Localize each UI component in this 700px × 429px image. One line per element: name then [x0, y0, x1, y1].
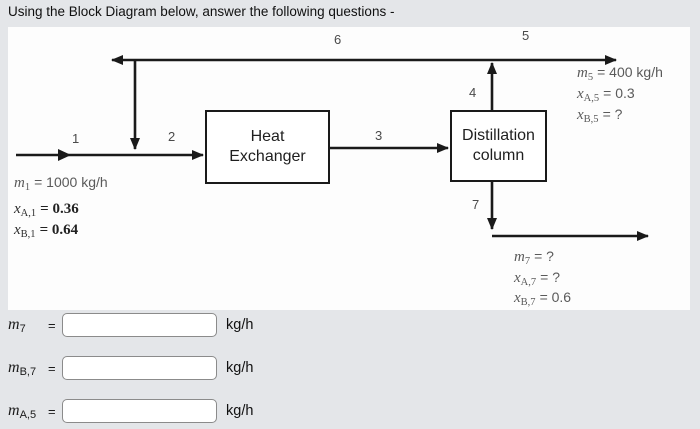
- heat-exchanger-block: Heat Exchanger: [205, 110, 330, 184]
- distillation-column-label-line1: Distillation: [462, 127, 535, 144]
- stream-number-6: 6: [334, 32, 342, 47]
- stream-number-2: 2: [168, 129, 176, 144]
- stream-1-xa-label: xA,1= 0.36: [14, 201, 79, 219]
- stream-5-xb-label: xB,5= ?: [577, 106, 623, 125]
- stream-number-4: 4: [469, 85, 477, 100]
- stream-1-arrowhead: [58, 149, 71, 161]
- stream-number-1: 1: [72, 131, 80, 146]
- stream-number-7: 7: [472, 197, 480, 212]
- m7-answer-row: m7 = kg/h: [8, 312, 253, 338]
- distillation-column-block: Distillation column: [450, 110, 547, 182]
- stream-5-xa-label: xA,5= 0.3: [577, 85, 635, 104]
- distillation-column-label-line2: column: [472, 147, 525, 164]
- stream-7-flowrate-label: m7= ?: [514, 248, 554, 267]
- stream-7-data-labels: m7= ? xA,7= ? xB,7= 0.6: [514, 246, 571, 308]
- ma5-answer-input[interactable]: [62, 399, 217, 423]
- heat-exchanger-label-line1: Heat: [250, 128, 285, 145]
- ma5-equals-sign: =: [48, 403, 56, 419]
- mb7-unit-label: kg/h: [226, 360, 254, 376]
- ma5-unit-label: kg/h: [226, 403, 254, 419]
- stream-7-xb-label: xB,7= 0.6: [514, 289, 572, 308]
- stream-number-3: 3: [375, 128, 383, 143]
- stream-number-5: 5: [522, 28, 530, 43]
- mb7-answer-label: mB,7: [8, 358, 37, 378]
- stream-1-data-labels: m1= 1000 kg/h xA,1= 0.36 xB,1= 0.64: [14, 172, 108, 240]
- m7-unit-label: kg/h: [226, 317, 254, 333]
- m7-answer-label: m7: [8, 315, 26, 335]
- stream-1-flowrate-label: m1= 1000 kg/h: [14, 174, 108, 193]
- mb7-answer-row: mB,7 = kg/h: [8, 355, 253, 381]
- question-title: Using the Block Diagram below, answer th…: [8, 4, 395, 19]
- flow-diagram-lines: [16, 55, 649, 241]
- mb7-answer-input[interactable]: [62, 356, 217, 380]
- heat-exchanger-label-line2: Exchanger: [229, 148, 306, 165]
- stream-1-xb-label: xB,1= 0.64: [14, 222, 79, 240]
- stream-7-xa-label: xA,7= ?: [514, 268, 560, 288]
- stream-5-data-labels: m5= 400 kg/h xA,5= 0.3 xB,5= ?: [577, 62, 663, 125]
- ma5-answer-row: mA,5 = kg/h: [8, 398, 253, 424]
- m7-answer-input[interactable]: [62, 313, 217, 337]
- m7-equals-sign: =: [48, 317, 56, 333]
- ma5-answer-label: mA,5: [8, 401, 37, 421]
- stream-5-flowrate-label: m5= 400 kg/h: [577, 64, 663, 83]
- mb7-equals-sign: =: [48, 360, 56, 376]
- diagram-area: Heat Exchanger Distillation column 1 2 3…: [8, 27, 690, 310]
